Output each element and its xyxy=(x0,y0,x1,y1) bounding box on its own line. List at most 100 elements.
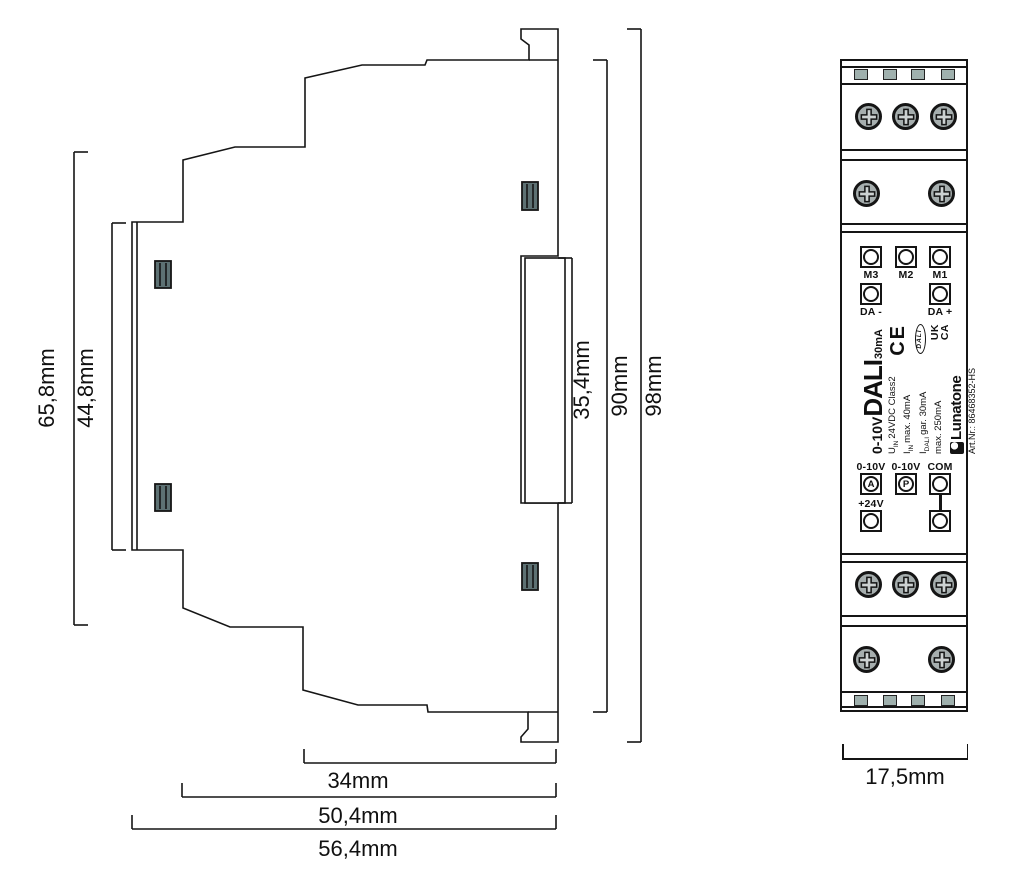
terminal-com-2 xyxy=(929,510,951,532)
terminal-label-com: COM xyxy=(927,461,953,473)
side-view-drawing: 65,8mm 44,8mm 35,4mm 90mm 98mm xyxy=(34,28,666,861)
vent-slot xyxy=(883,69,897,80)
terminal-da-minus xyxy=(860,283,882,305)
vent-slot xyxy=(941,69,955,80)
clip-front-upper xyxy=(154,260,172,289)
spec-line-uin: UIN24VDC Class2 xyxy=(887,359,902,454)
spec-symbol: I xyxy=(917,451,929,454)
terminal-label-24v: +24V xyxy=(858,498,884,510)
divider xyxy=(842,231,966,233)
divider xyxy=(842,706,966,708)
product-title: 0-10V DALI 30mA xyxy=(858,324,888,454)
terminal-com xyxy=(929,473,951,495)
dimension-label: 50,4mm xyxy=(318,803,397,828)
spec-line-max: max. 250mA xyxy=(933,400,945,454)
divider xyxy=(842,149,966,151)
divider xyxy=(842,691,966,693)
spec-line-idali: IDALIgar. 30mA xyxy=(918,359,933,454)
divider xyxy=(842,553,966,555)
dimension-label: 56,4mm xyxy=(318,836,397,861)
ce-mark-icon: CE xyxy=(887,324,909,356)
dimension-label: 17,5mm xyxy=(865,764,945,789)
divider xyxy=(842,159,966,161)
terminal-m1 xyxy=(929,246,951,268)
divider xyxy=(842,625,966,627)
terminal-letter-p: P xyxy=(902,478,910,490)
title-main: DALI xyxy=(858,359,888,417)
dimension-34: 34mm xyxy=(303,749,557,793)
vent-slot xyxy=(854,695,868,706)
terminal-label-m3: M3 xyxy=(863,269,879,281)
spec-line-iin: IINmax. 40mA xyxy=(902,359,917,454)
side-profile-outline xyxy=(131,28,559,743)
dimension-56-4: 56,4mm xyxy=(131,815,557,861)
terminal-0-10v-a: A xyxy=(860,473,882,495)
screw-terminal xyxy=(928,180,955,207)
screw-terminal xyxy=(930,571,957,598)
screw-terminal xyxy=(855,571,882,598)
divider xyxy=(842,83,966,85)
dimension-98: 98mm xyxy=(627,28,666,743)
front-view-module: M3 M2 M1 DA - DA + 0-10V DALI 30mA UIN24… xyxy=(840,59,977,712)
lunatone-logo-icon xyxy=(949,442,964,454)
terminal-label-da-plus: DA + xyxy=(927,306,953,318)
ukca-ca: CA xyxy=(938,324,951,341)
spec-text: max. 40mA xyxy=(902,394,914,443)
terminal-label-0-10v-p: 0-10V xyxy=(891,461,921,473)
terminal-label-m1: M1 xyxy=(932,269,948,281)
brand-row: Lunatone xyxy=(948,359,966,454)
screw-terminal xyxy=(892,571,919,598)
vent-slot xyxy=(911,69,925,80)
terminal-label-0-10v-a: 0-10V xyxy=(856,461,886,473)
spec-symbol: U xyxy=(887,447,898,454)
dali-logo-icon: DALI xyxy=(915,324,926,354)
divider xyxy=(842,561,966,563)
screw-terminal xyxy=(930,103,957,130)
dimension-44-8: 44,8mm xyxy=(73,222,126,551)
terminal-m3 xyxy=(860,246,882,268)
divider xyxy=(842,223,966,225)
screw-terminal xyxy=(928,646,955,673)
dimension-label: 35,4mm xyxy=(569,340,594,419)
spec-text: 24VDC Class2 xyxy=(887,376,898,439)
dimension-35-4: 35,4mm xyxy=(558,257,594,504)
vent-slot xyxy=(854,69,868,80)
spec-lines: UIN24VDC Class2 IINmax. 40mA IDALIgar. 3… xyxy=(887,359,977,454)
dimension-50-4: 50,4mm xyxy=(181,783,557,828)
vent-slot xyxy=(883,695,897,706)
terminal-letter-a: A xyxy=(867,478,875,490)
terminal-m2 xyxy=(895,246,917,268)
terminal-da-plus xyxy=(929,283,951,305)
article-number: Art.Nr.: 86468352-HS xyxy=(966,367,977,454)
spec-subscript: IN xyxy=(892,440,900,448)
com-jumper-line xyxy=(938,494,942,511)
terminal-0-10v-p: P xyxy=(895,473,917,495)
terminal-label-m2: M2 xyxy=(898,269,914,281)
brand-name: Lunatone xyxy=(948,375,966,440)
product-label: 0-10V DALI 30mA UIN24VDC Class2 IINmax. … xyxy=(858,324,977,454)
screw-terminal xyxy=(853,646,880,673)
terminal-24v xyxy=(860,510,882,532)
dimension-65-8: 65,8mm xyxy=(34,151,88,626)
din-clip-plate xyxy=(524,257,566,504)
spec-subscript: DALI xyxy=(923,436,931,452)
dimension-label: 34mm xyxy=(327,768,388,793)
dimension-label: 90mm xyxy=(607,355,632,416)
screw-terminal xyxy=(853,180,880,207)
terminal-label-da-minus: DA - xyxy=(860,306,882,318)
spec-subscript: IN xyxy=(908,444,916,452)
screw-terminal xyxy=(855,103,882,130)
spec-text: gar. 30mA xyxy=(917,391,929,435)
divider xyxy=(842,66,966,68)
certification-logos: CE DALI UK CA xyxy=(887,324,977,359)
screw-terminal xyxy=(892,103,919,130)
clip-front-lower xyxy=(154,483,172,512)
dimension-label: 98mm xyxy=(641,355,666,416)
ukca-mark-icon: UK CA xyxy=(929,324,951,341)
divider xyxy=(842,615,966,617)
dimension-label: 65,8mm xyxy=(34,348,59,427)
clip-rear-lower xyxy=(521,562,539,591)
vent-slot xyxy=(911,695,925,706)
dimension-90: 90mm xyxy=(593,59,632,713)
